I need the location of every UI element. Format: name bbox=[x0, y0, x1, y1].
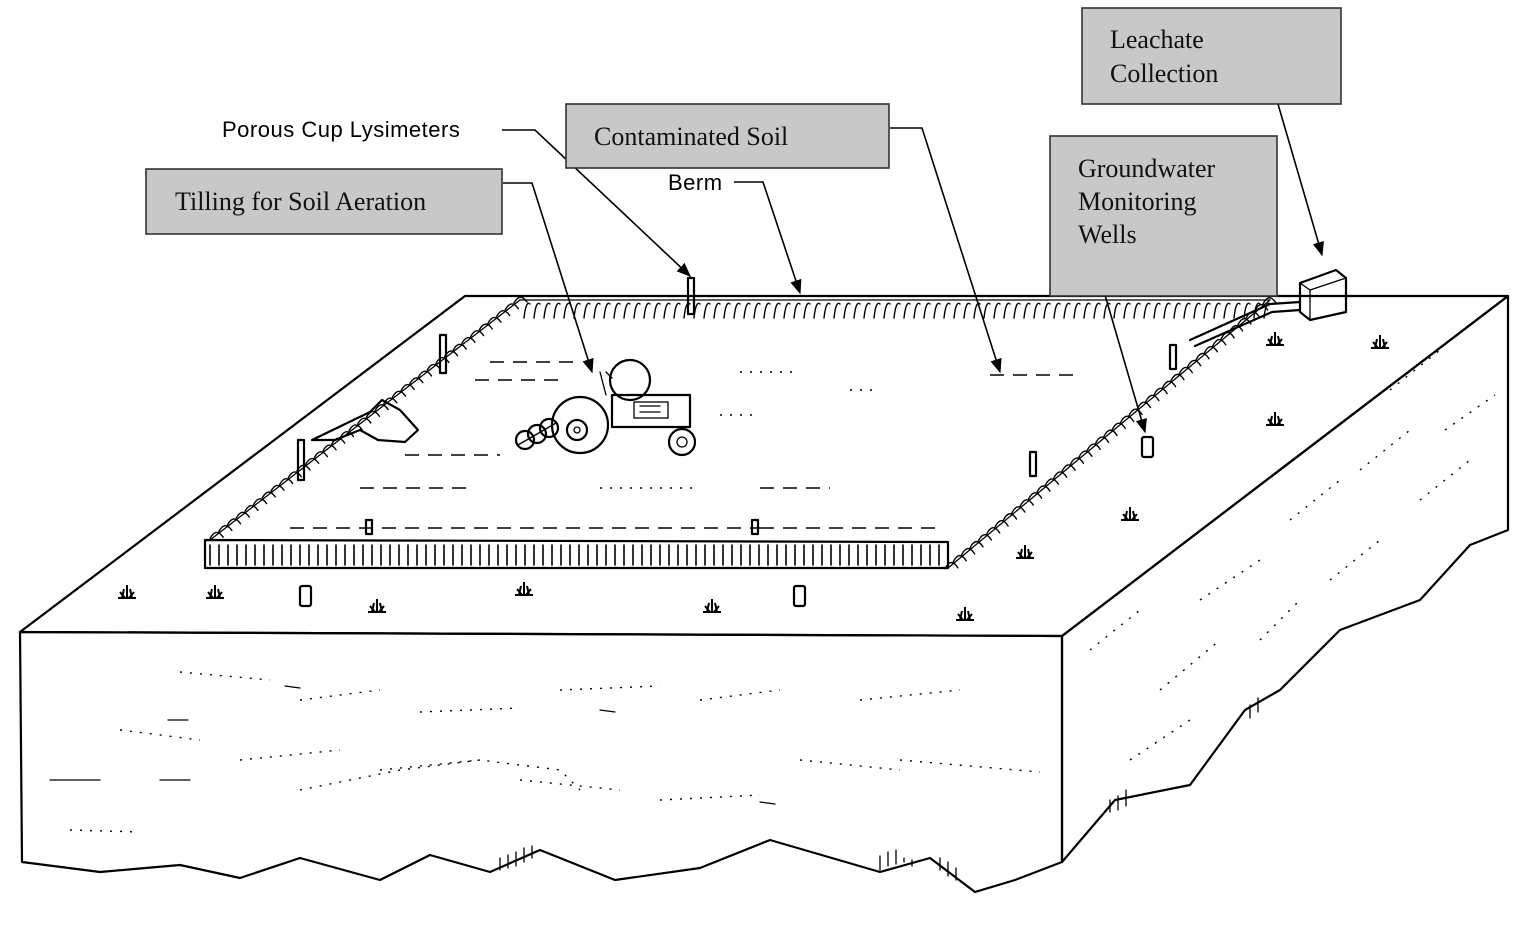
well bbox=[1142, 437, 1153, 457]
lysimeter-post bbox=[1030, 452, 1036, 476]
callout-leachate-collection: Leachate Collection bbox=[1082, 8, 1341, 104]
berm-left-edge bbox=[210, 300, 520, 540]
lysimeter-post bbox=[440, 335, 446, 373]
grass-tuft bbox=[515, 582, 533, 595]
label-groundwater-line3: Wells bbox=[1078, 220, 1137, 249]
leader-tilling bbox=[503, 183, 592, 372]
grass-tuft bbox=[703, 599, 721, 612]
grass-tuft bbox=[1266, 332, 1284, 345]
well bbox=[300, 586, 311, 606]
label-berm: Berm bbox=[668, 170, 723, 195]
lysimeter-post bbox=[1170, 345, 1176, 369]
label-leachate-line2: Collection bbox=[1110, 59, 1218, 88]
ground-block bbox=[20, 296, 1508, 892]
grass-tuft bbox=[368, 599, 386, 612]
label-contaminated-soil: Contaminated Soil bbox=[594, 122, 788, 151]
callout-box bbox=[1082, 8, 1341, 104]
grass-tuft bbox=[118, 585, 136, 598]
label-groundwater-line2: Monitoring bbox=[1078, 187, 1196, 216]
grass-tuft bbox=[956, 607, 974, 620]
grass-tuft bbox=[1266, 412, 1284, 425]
leader-berm bbox=[734, 182, 800, 293]
label-porous-cup-lysimeters: Porous Cup Lysimeters bbox=[222, 117, 460, 142]
lysimeter-post bbox=[752, 520, 758, 534]
leader-contaminated-soil bbox=[890, 128, 1000, 372]
leader-leachate bbox=[1278, 104, 1322, 255]
grass-tuft bbox=[206, 585, 224, 598]
ground-side-face bbox=[1062, 296, 1508, 862]
tractor bbox=[516, 360, 695, 455]
callout-groundwater-wells: Groundwater Monitoring Wells bbox=[1050, 136, 1277, 296]
well bbox=[794, 586, 805, 606]
label-leachate-line1: Leachate bbox=[1110, 25, 1204, 54]
excavator-bucket bbox=[312, 400, 418, 442]
front-face-strokes bbox=[50, 686, 775, 804]
lysimeter-post bbox=[298, 440, 304, 480]
callout-contaminated-soil: Contaminated Soil bbox=[566, 104, 889, 168]
front-face-texture bbox=[70, 672, 1040, 832]
side-face-texture bbox=[1090, 350, 1495, 760]
label-tilling: Tilling for Soil Aeration bbox=[175, 187, 426, 216]
label-groundwater-line1: Groundwater bbox=[1078, 154, 1216, 183]
grass-tuft bbox=[1016, 545, 1034, 558]
grass-tuft bbox=[1121, 507, 1139, 520]
bottom-hatching bbox=[500, 698, 1258, 880]
monitoring-wells bbox=[300, 437, 1153, 606]
lysimeter-post bbox=[366, 520, 372, 534]
ground-front-face bbox=[20, 632, 1062, 892]
callout-tilling: Tilling for Soil Aeration bbox=[146, 169, 502, 234]
vegetation bbox=[118, 332, 1389, 620]
berm-front-edge bbox=[205, 540, 948, 568]
grass-tuft bbox=[1371, 335, 1389, 348]
